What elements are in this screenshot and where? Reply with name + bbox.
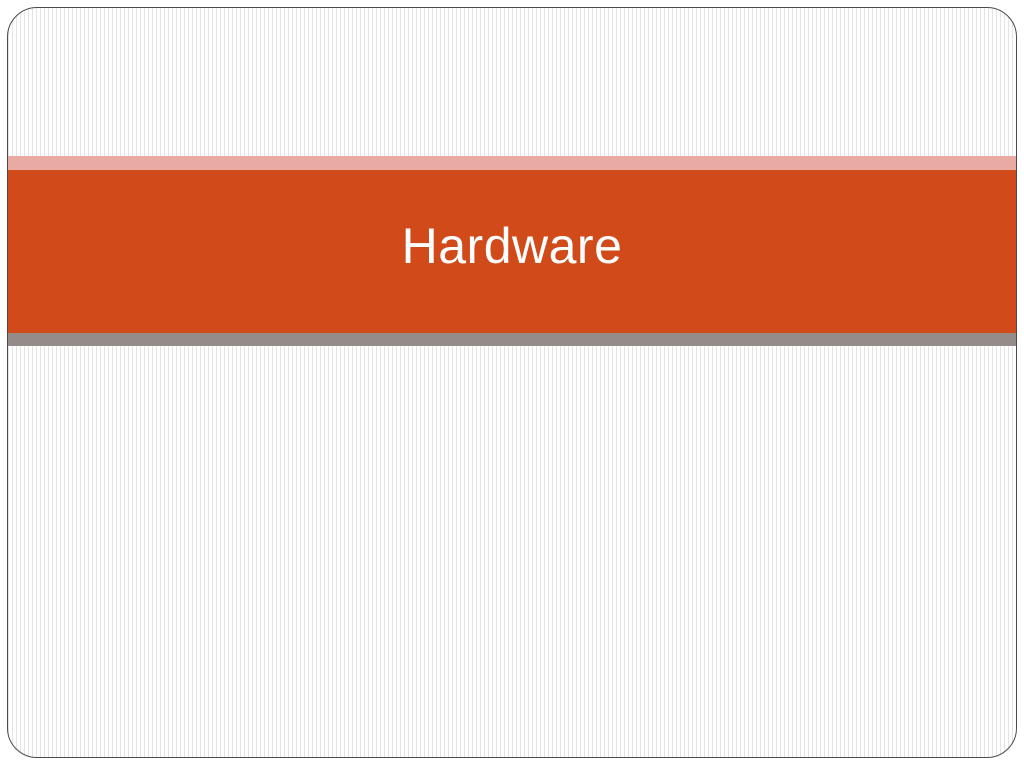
slide-title: Hardware — [401, 217, 623, 274]
slide-frame: Hardware — [7, 7, 1017, 758]
title-band-bottom-stripe — [8, 333, 1016, 346]
title-band-top-stripe — [8, 156, 1016, 170]
title-band: Hardware — [8, 170, 1016, 333]
